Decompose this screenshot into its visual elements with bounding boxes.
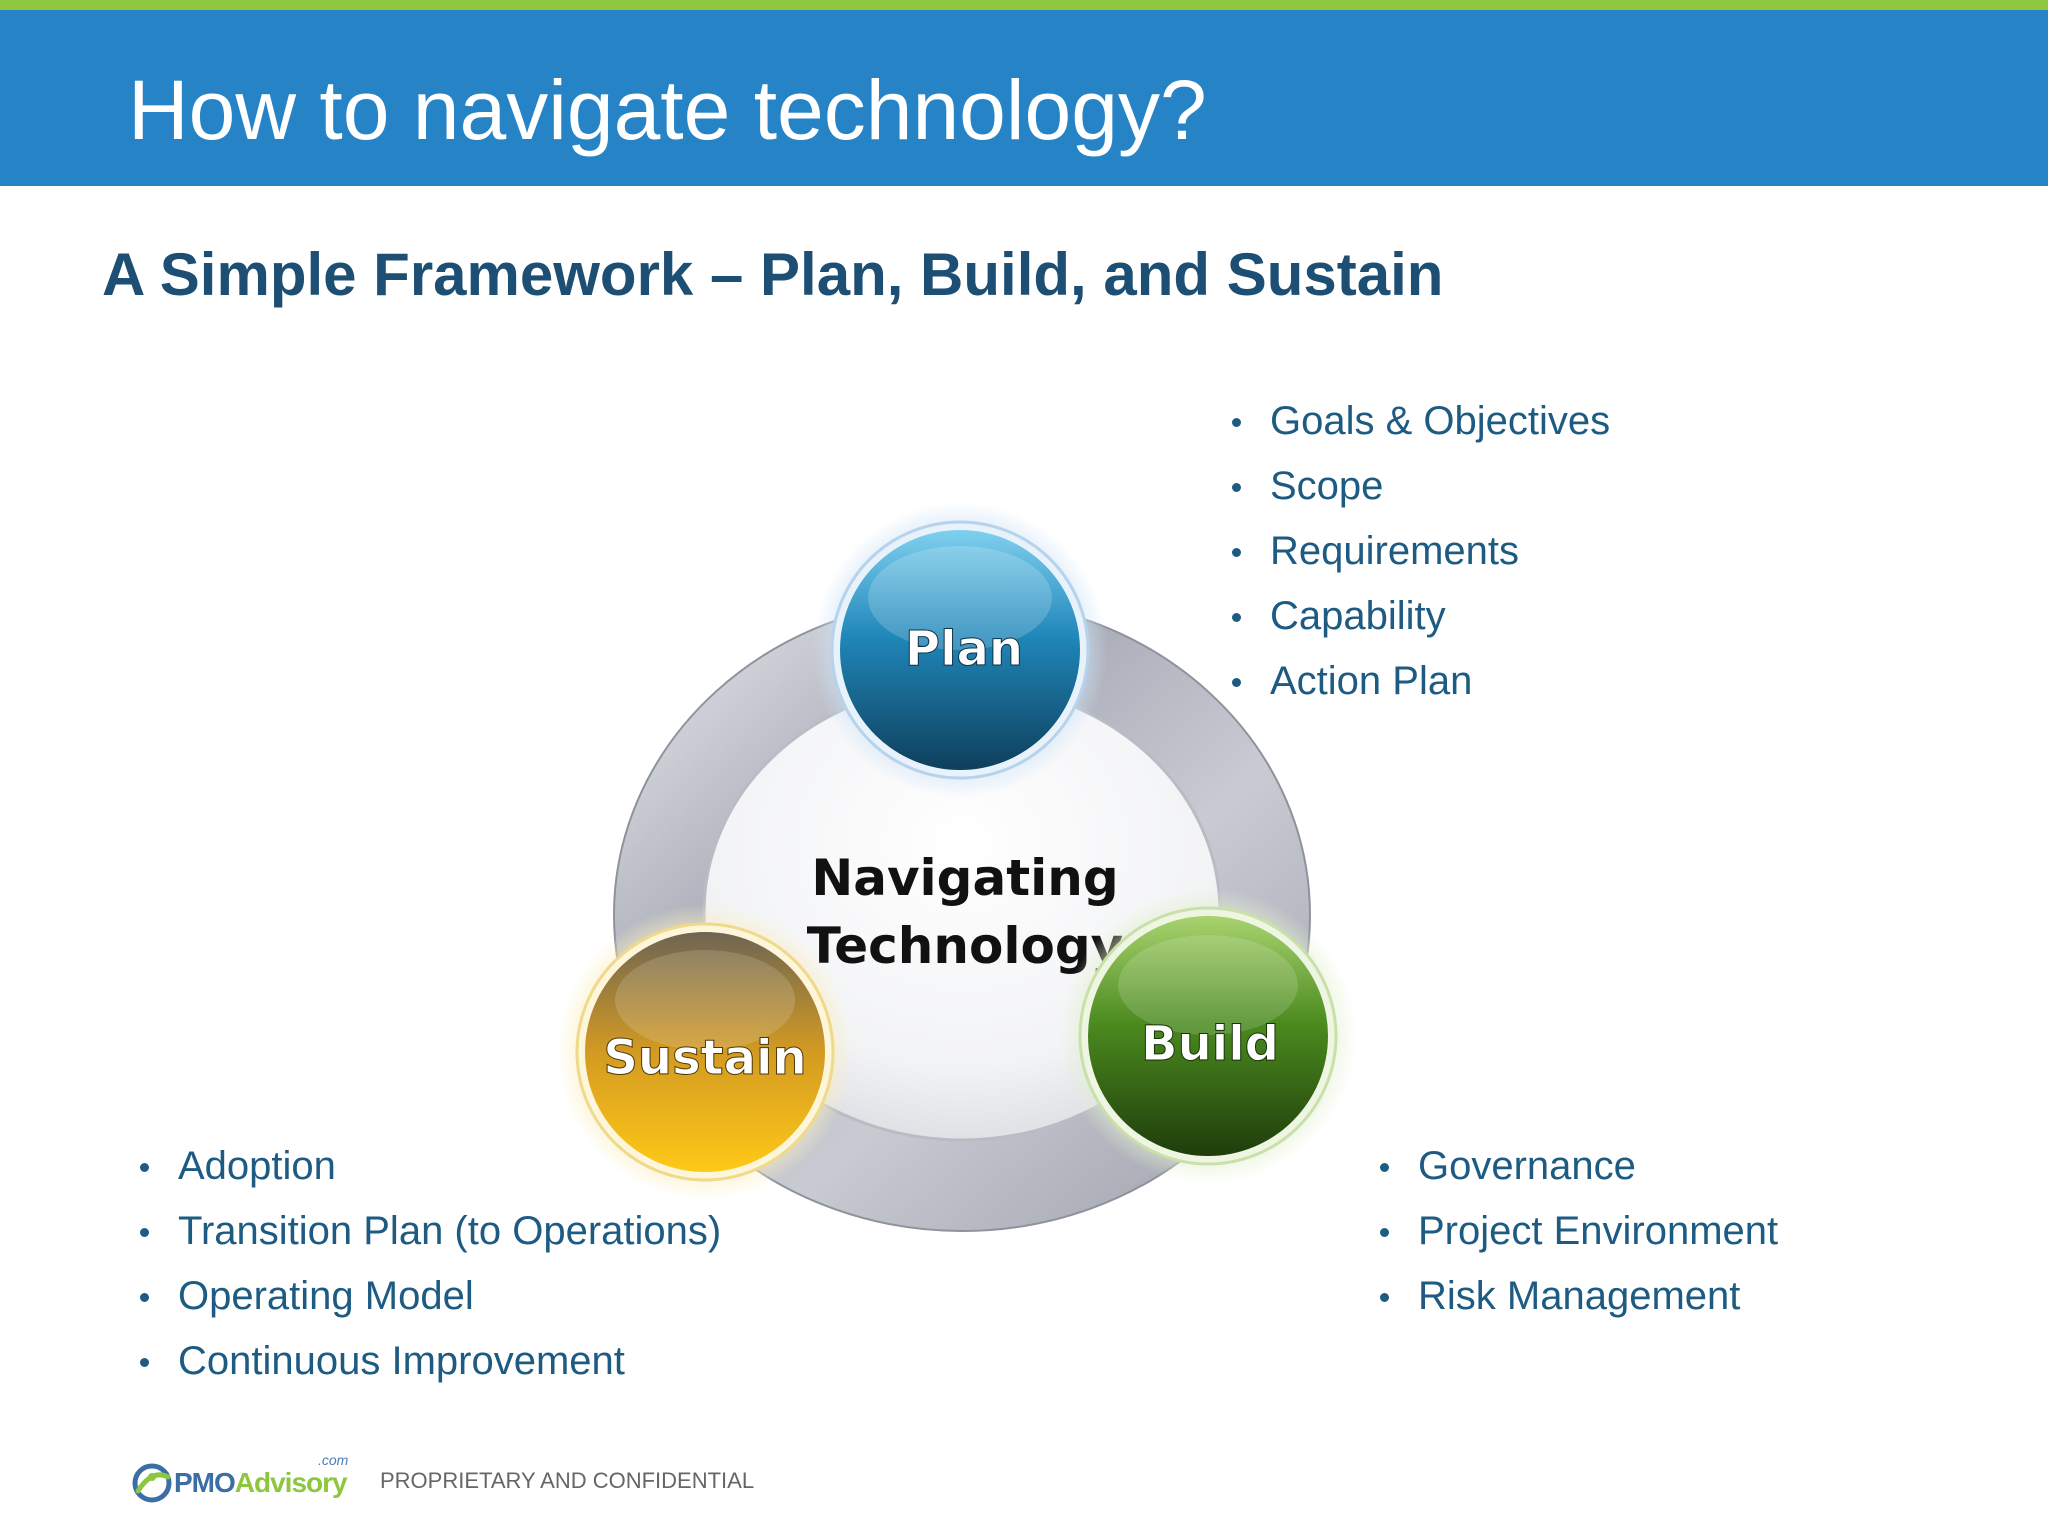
plan-node: Plan xyxy=(812,502,1108,798)
list-item: Capability xyxy=(1232,584,1610,649)
sustain-label: Sustain xyxy=(603,1030,806,1086)
top-accent-strip xyxy=(0,0,2048,10)
sustain-bullet-list: Adoption Transition Plan (to Operations)… xyxy=(140,1134,721,1394)
list-item: Requirements xyxy=(1232,519,1610,584)
list-item: Governance xyxy=(1380,1134,1778,1199)
logo-wordmark: PMOAdvisory xyxy=(174,1467,348,1499)
plan-bullet-list: Goals & Objectives Scope Requirements Ca… xyxy=(1232,389,1610,714)
center-label-line2: Technology xyxy=(807,917,1123,975)
list-item: Transition Plan (to Operations) xyxy=(140,1199,721,1264)
slide-title: How to navigate technology? xyxy=(128,63,1207,157)
list-item: Action Plan xyxy=(1232,649,1610,714)
list-item: Adoption xyxy=(140,1134,721,1199)
sustain-node: Sustain xyxy=(557,904,853,1200)
logo-advisory: Advisory xyxy=(234,1467,348,1498)
pmoadvisory-logo: PMOAdvisory .com xyxy=(130,1452,348,1508)
logo-com: .com xyxy=(318,1452,349,1468)
list-item: Scope xyxy=(1232,454,1610,519)
confidential-notice: PROPRIETARY AND CONFIDENTIAL xyxy=(380,1468,755,1493)
title-bar: How to navigate technology? xyxy=(0,10,2048,186)
list-item: Risk Management xyxy=(1380,1264,1778,1329)
slide-subtitle: A Simple Framework – Plan, Build, and Su… xyxy=(102,241,1444,308)
list-item: Operating Model xyxy=(140,1264,721,1329)
plan-label: Plan xyxy=(905,621,1023,677)
list-item: Project Environment xyxy=(1380,1199,1778,1264)
list-item: Goals & Objectives xyxy=(1232,389,1610,454)
logo-swirl-icon xyxy=(132,1463,172,1503)
build-node: Build xyxy=(1060,888,1356,1184)
build-label: Build xyxy=(1141,1016,1279,1072)
logo-pmo: PMO xyxy=(174,1467,236,1498)
build-bullet-list: Governance Project Environment Risk Mana… xyxy=(1380,1134,1778,1329)
list-item: Continuous Improvement xyxy=(140,1329,721,1394)
center-label-line1: Navigating xyxy=(811,849,1118,907)
